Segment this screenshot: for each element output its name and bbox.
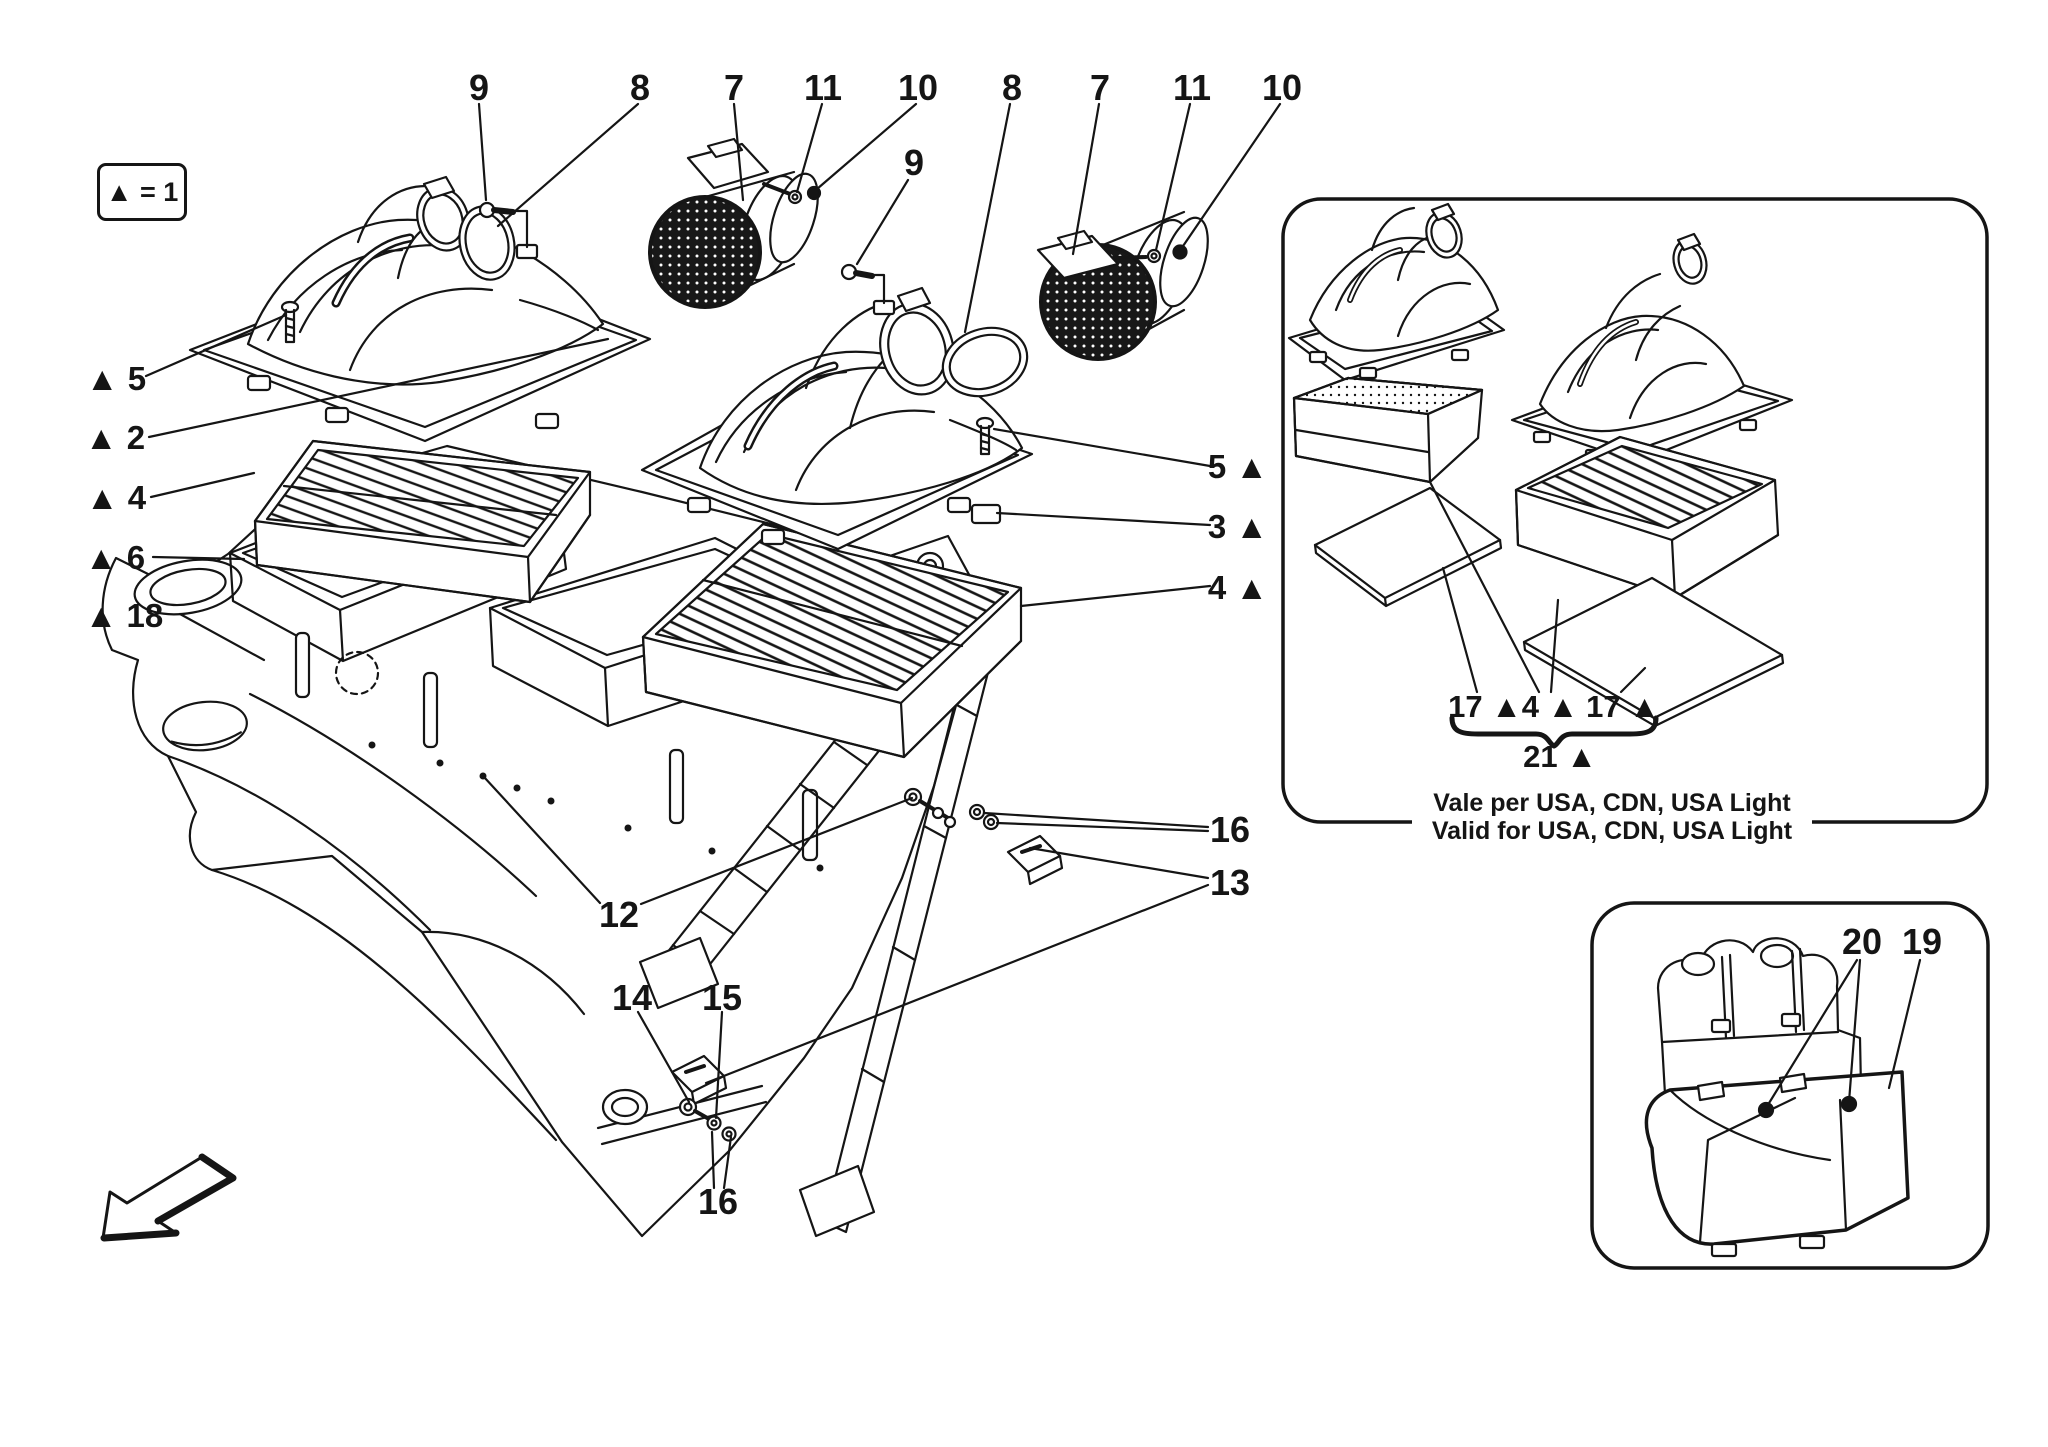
callout-20: 20: [1841, 921, 1883, 962]
screw-5-left: [280, 300, 300, 344]
callout-17-tri-right: 17 ▲: [1586, 689, 1660, 724]
callout-11-left: 11: [803, 67, 843, 108]
screw-9-right: [840, 263, 886, 305]
callout-21-tri: 21 ▲: [1523, 739, 1597, 774]
callout-7-left: 7: [723, 67, 745, 108]
callout-8-left: 8: [629, 67, 651, 108]
callout-11-right: 11: [1172, 67, 1212, 108]
leader-lines: [144, 102, 1282, 1190]
callout-7-right: 7: [1089, 67, 1111, 108]
caption-line-english: Valid for USA, CDN, USA Light: [1431, 817, 1793, 845]
screw-5-right: [975, 416, 995, 456]
callout-9-right: 9: [903, 142, 925, 183]
maf-sensor-right: [1036, 210, 1209, 361]
callout-5-tri: 5 ▲: [1207, 448, 1269, 485]
air-filter-element-left: [253, 439, 592, 604]
callout-17-tri-left: 17 ▲: [1448, 689, 1522, 724]
air-filter-element-right: [641, 522, 1023, 759]
callout-12: 12: [598, 894, 640, 935]
callout-tri-5: ▲ 5: [85, 360, 147, 397]
screw-position-dots: [368, 741, 824, 872]
callout-13: 13: [1209, 862, 1251, 903]
inset-duct-detail-box: [1590, 901, 1990, 1270]
bracket-13-upper: [1006, 834, 1064, 886]
legend-triangle-equals-one: ▲ = 1: [97, 163, 187, 221]
callout-tri-6: ▲ 6: [84, 539, 146, 576]
legend-label: ▲ = 1: [105, 176, 179, 207]
direction-arrow-icon: [100, 1153, 237, 1242]
callout-8-right: 8: [1001, 67, 1023, 108]
callout-9-left: 9: [468, 67, 490, 108]
bolt-12: [903, 787, 957, 829]
callout-10-right: 10: [1261, 67, 1303, 108]
usa-variant-caption: Vale per USA, CDN, USA Light Valid for U…: [1412, 789, 1812, 845]
callout-14: 14: [611, 977, 653, 1018]
maf-sensor-left: [648, 137, 822, 309]
air-cleaner-cover-left: [188, 175, 652, 443]
inset-usa-variant-box: [1281, 197, 1989, 824]
callout-tri-2: ▲ 2: [84, 419, 146, 456]
callout-16-lower: 16: [697, 1181, 739, 1222]
o-ring-gasket-right: [941, 326, 1029, 398]
callout-10-left: 10: [897, 67, 939, 108]
callout-tri-18: ▲ 18: [84, 597, 164, 634]
bolt-14-washers-15-16: [678, 1097, 737, 1142]
callout-tri-4: ▲ 4: [85, 479, 147, 516]
washers-16-upper: [968, 803, 1000, 831]
callout-4-tri: 4 ▲: [1207, 569, 1269, 606]
callout-4-tri-inset: 4 ▲: [1521, 689, 1579, 724]
callout-15: 15: [701, 977, 743, 1018]
caption-line-italian: Vale per USA, CDN, USA Light: [1433, 789, 1791, 817]
callout-3-tri: 3 ▲: [1207, 508, 1269, 545]
callout-16-upper: 16: [1209, 809, 1251, 850]
air-cleaner-cover-right: [640, 286, 1034, 551]
callout-19: 19: [1901, 921, 1943, 962]
